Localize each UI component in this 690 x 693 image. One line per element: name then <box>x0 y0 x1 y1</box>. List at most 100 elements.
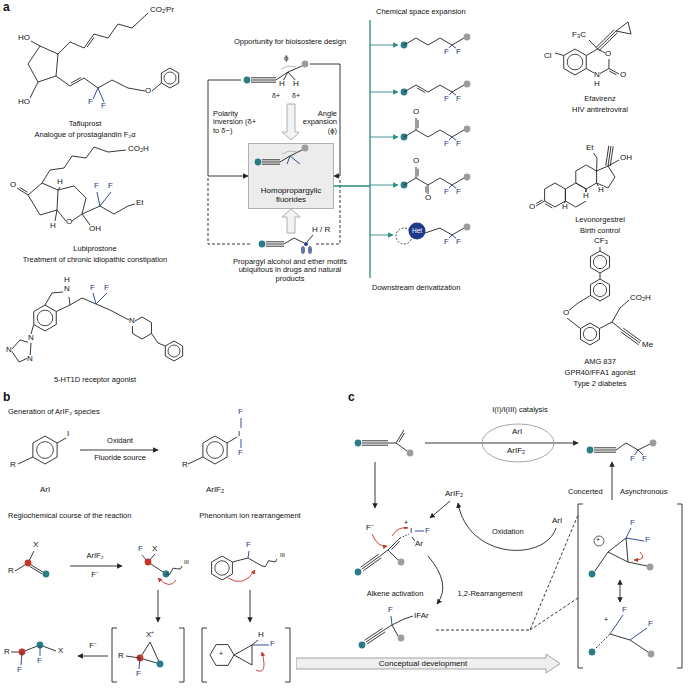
bond-line <box>98 88 104 102</box>
aromatic-circle <box>583 327 596 340</box>
atom-label: X <box>58 647 63 656</box>
reagent-text: Oxidant <box>107 437 133 445</box>
atom-label: O <box>620 71 626 80</box>
angle-arc <box>281 66 296 69</box>
bond-line <box>391 616 392 625</box>
bond-line <box>70 298 96 305</box>
curly-arrow <box>392 528 408 536</box>
atom-label: O <box>605 50 611 59</box>
bond-line <box>630 628 647 640</box>
bond-line <box>399 433 405 442</box>
bond-line <box>391 541 399 549</box>
curly-arrow <box>228 570 255 582</box>
benzene-ring <box>161 68 178 88</box>
reagent-text: Fluoride source <box>94 454 146 462</box>
bond-line <box>404 38 464 45</box>
atom-label: IFAr <box>414 612 429 621</box>
bond-line <box>415 531 424 532</box>
bond-line <box>251 80 276 81</box>
bond-line <box>623 328 641 341</box>
atom-label: + <box>596 536 600 544</box>
aromatic-circle <box>168 345 180 357</box>
benzene-ring <box>165 341 182 361</box>
bond-line <box>82 206 100 214</box>
bond-line <box>593 152 597 171</box>
bond-line <box>276 72 288 80</box>
bond-line <box>612 300 629 322</box>
atom-label: F <box>456 188 461 197</box>
bond-line <box>608 160 619 166</box>
atom-label: F <box>88 98 93 107</box>
bond-line <box>290 150 302 156</box>
bond-line <box>600 247 601 251</box>
atom-dot <box>355 440 362 447</box>
atom-label: CF₃ <box>594 237 608 246</box>
bond-line <box>227 437 237 443</box>
atom-dot <box>464 126 471 133</box>
atom-label: CO₂H <box>630 294 651 303</box>
bond-line <box>251 82 276 83</box>
bond-line <box>97 192 100 206</box>
aromatic-circle <box>593 283 606 296</box>
bond-line <box>630 640 648 652</box>
atom-dot <box>157 661 164 668</box>
bond-line <box>363 558 381 571</box>
bond-line <box>417 88 425 93</box>
atom-label: H <box>594 80 600 89</box>
bond-line <box>404 85 416 92</box>
atom-label: H <box>293 80 299 89</box>
bond-line <box>96 293 107 304</box>
bond-line <box>262 162 280 163</box>
atom-label: X⁺ <box>146 631 154 640</box>
bond-line <box>366 630 384 642</box>
bond-line <box>418 120 419 128</box>
atom-dot <box>648 651 655 658</box>
bond-line <box>284 238 304 244</box>
bond-line <box>252 645 269 646</box>
bond-line <box>21 652 22 665</box>
motif-box: Homopropargylic fluorides <box>248 143 334 209</box>
bond-line <box>555 53 564 56</box>
atom-label: III <box>280 552 285 559</box>
bond-line <box>132 317 151 339</box>
bond-line <box>362 556 380 569</box>
hollow-arrow <box>282 104 300 140</box>
atom-label: I <box>410 527 412 536</box>
dashed-bracket <box>208 178 250 244</box>
bond-line <box>55 210 57 221</box>
atom-label: F <box>456 238 461 247</box>
atom-label: N <box>6 346 12 355</box>
caption-text: Treatment of chronic idiopathic constipa… <box>23 256 167 264</box>
reaction-arrow <box>70 566 122 567</box>
atom-label: F <box>630 455 635 464</box>
atom-label: H <box>562 203 568 212</box>
atom-label: Ar <box>415 540 423 549</box>
hollow-arrow <box>296 654 560 673</box>
bond-line <box>608 538 628 562</box>
atom-label: R <box>10 461 16 470</box>
atom-label: ArIF₂ <box>206 486 224 495</box>
benzene-ring <box>590 251 609 273</box>
bond-line <box>234 645 252 665</box>
benzene-ring <box>580 323 599 345</box>
atom-label: O <box>425 194 431 203</box>
caption-text: Birth control <box>580 227 620 235</box>
bond-line <box>30 82 38 98</box>
atom-label: F <box>138 545 143 554</box>
benzene-ring <box>34 305 57 331</box>
reaction-arrow <box>250 590 251 622</box>
bond-line <box>392 625 398 636</box>
bond-line <box>600 322 613 329</box>
bond-line <box>416 118 417 130</box>
bond-line <box>84 78 145 91</box>
bond-line <box>594 450 616 451</box>
bond-line <box>536 201 545 206</box>
atom-dot <box>259 241 266 248</box>
atom-dot <box>464 224 471 231</box>
bond-line <box>594 452 616 453</box>
bond-line <box>594 447 616 448</box>
atom-label: O <box>66 218 72 227</box>
atom-label: X <box>152 545 157 554</box>
resonance-arrow <box>620 580 621 602</box>
bond-line <box>140 642 160 664</box>
